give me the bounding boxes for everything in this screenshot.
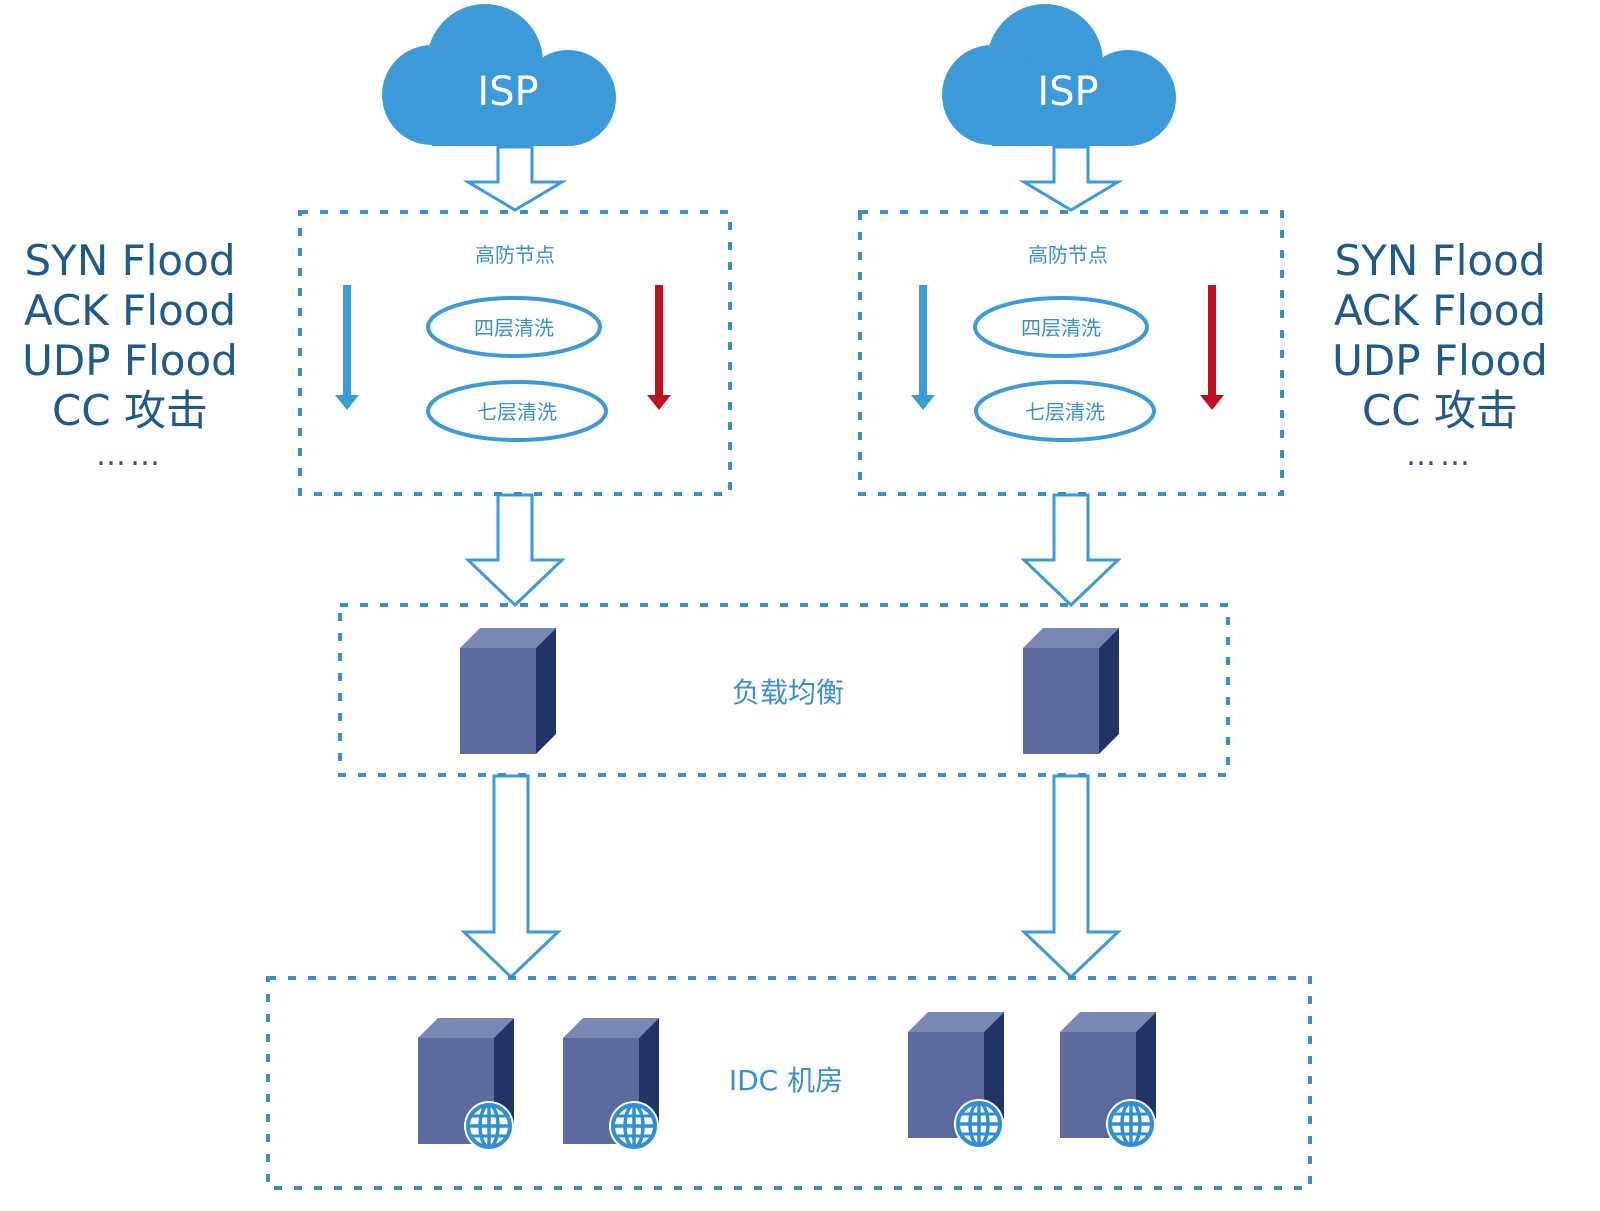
dashed-border: [266, 976, 1312, 1190]
down-arrow-icon: [335, 285, 359, 410]
l4-scrubbing-ellipse-right: [973, 296, 1149, 358]
globe-icon: [952, 1097, 1006, 1151]
attack-list-left: SYN Flood ACK Flood UDP Flood CC 攻击 ……: [0, 236, 260, 476]
flow-arrow-lb-to-idc-left: [460, 774, 562, 980]
idc-server: [563, 1018, 661, 1153]
flow-arrow-lb-to-idc-right: [1020, 774, 1122, 980]
l7-scrubbing-ellipse-left: [426, 380, 608, 442]
attack-item: CC 攻击: [51, 386, 208, 435]
attack-item-ellipsis: ……: [96, 438, 164, 473]
down-arrow-icon: [1200, 285, 1224, 410]
l4-scrubbing-ellipse-left: [426, 296, 602, 358]
l4-scrubbing-label-left: 四层清洗: [474, 316, 554, 340]
l7-scrubbing-label-right: 七层清洗: [1025, 400, 1105, 424]
down-arrow-icon: [647, 285, 671, 410]
attack-item: ACK Flood: [1333, 286, 1547, 335]
isp-cloud-right: ISP: [942, 4, 1176, 146]
protection-node-right: 高防节点 四层清洗 七层清洗: [858, 210, 1284, 496]
server-icon: [1023, 628, 1119, 754]
flow-arrow-isp-to-node-left: [462, 145, 568, 212]
idc-server: [1060, 1012, 1158, 1151]
idc-server: [418, 1018, 516, 1153]
dashed-border: [298, 210, 732, 496]
attack-item: SYN Flood: [1334, 236, 1546, 285]
l4-scrubbing-label-right: 四层清洗: [1021, 316, 1101, 340]
attack-item-ellipsis: ……: [1406, 438, 1474, 473]
globe-icon: [1104, 1097, 1158, 1151]
isp-label-right: ISP: [1037, 69, 1098, 115]
node-title-right: 高防节点: [1028, 243, 1108, 267]
attack-list-right: SYN Flood ACK Flood UDP Flood CC 攻击 ……: [1310, 236, 1570, 476]
isp-cloud-left: ISP: [382, 4, 616, 146]
flow-arrow-isp-to-node-right: [1018, 145, 1124, 212]
node-title-left: 高防节点: [475, 243, 555, 267]
cloud-icon: [382, 4, 616, 146]
cloud-icon: [942, 4, 1176, 146]
attack-item: ACK Flood: [23, 286, 237, 335]
idc-label: IDC 机房: [729, 1064, 843, 1097]
down-arrow-icon: [911, 285, 935, 410]
flow-arrow-node-to-lb-right: [1020, 493, 1122, 608]
protection-node-left: 高防节点 四层清洗 七层清洗: [298, 210, 732, 496]
load-balancer-label: 负载均衡: [732, 676, 844, 709]
l7-scrubbing-label-left: 七层清洗: [477, 400, 557, 424]
flow-arrow-node-to-lb-left: [464, 493, 566, 608]
attack-item: SYN Flood: [24, 236, 236, 285]
attack-item: UDP Flood: [22, 336, 238, 385]
globe-icon: [607, 1099, 661, 1153]
attack-item: CC 攻击: [1361, 386, 1518, 435]
server-icon: [460, 628, 556, 754]
l7-scrubbing-ellipse-right: [974, 380, 1156, 442]
load-balancer-box: 负载均衡: [338, 603, 1230, 777]
dashed-border: [338, 603, 1230, 777]
idc-box: IDC 机房: [266, 976, 1312, 1190]
idc-server: [908, 1012, 1006, 1151]
attack-item: UDP Flood: [1332, 336, 1548, 385]
globe-icon: [462, 1099, 516, 1153]
isp-label-left: ISP: [477, 69, 538, 115]
dashed-border: [858, 210, 1284, 496]
